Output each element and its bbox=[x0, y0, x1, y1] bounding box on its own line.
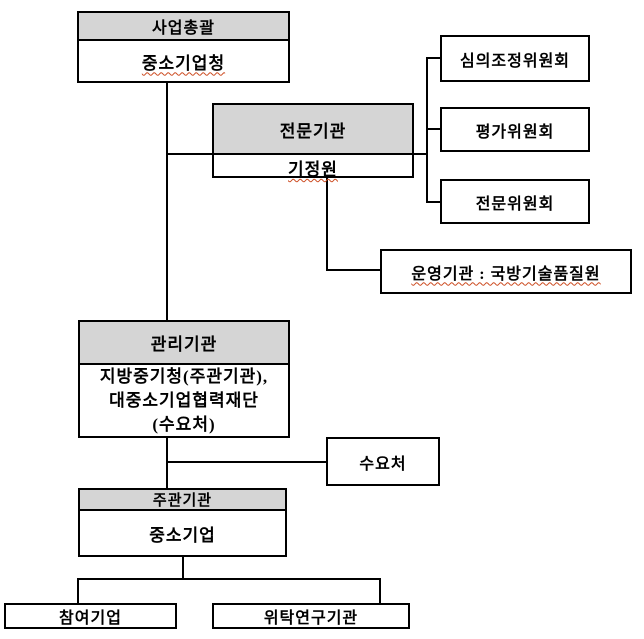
connector-to-expert-horizontal bbox=[166, 153, 212, 155]
node-lead-org-body-text: 중소기업 bbox=[149, 525, 216, 545]
node-operating-org-label: 운영기관 : 국방기술품질원 bbox=[411, 265, 601, 283]
connector-committee-3-stub bbox=[426, 201, 440, 203]
connector-lead-down-vertical bbox=[182, 557, 184, 580]
node-business-head-body: 중소기업청 bbox=[79, 41, 288, 81]
node-lead-org: 주관기관 중소기업 bbox=[78, 488, 287, 557]
node-management-org-title: 관리기관 bbox=[80, 322, 288, 365]
connector-committees-vertical bbox=[426, 57, 428, 203]
connector-top-to-management-vertical bbox=[166, 83, 168, 320]
connector-committee-1-stub bbox=[426, 57, 440, 59]
node-participant-company-label: 참여기업 bbox=[59, 610, 122, 627]
connector-management-to-lead-vertical bbox=[166, 438, 168, 488]
node-lead-org-body: 중소기업 bbox=[80, 511, 285, 555]
node-committee-evaluation: 평가위원회 bbox=[440, 107, 590, 152]
node-expert-org-body-text: 기정원 bbox=[288, 160, 338, 179]
connector-to-demand-horizontal bbox=[166, 461, 326, 463]
node-business-head-body-text: 중소기업청 bbox=[141, 53, 226, 73]
node-committee-expert-label: 전문위원회 bbox=[475, 195, 555, 213]
node-business-head-title: 사업총괄 bbox=[79, 13, 288, 41]
node-demand: 수요처 bbox=[326, 437, 440, 486]
connector-expert-to-operating-horizontal bbox=[326, 269, 380, 271]
connector-bottom-horizontal bbox=[77, 578, 381, 580]
connector-committee-2-stub bbox=[426, 128, 440, 130]
connector-participant-stub bbox=[77, 578, 79, 603]
node-expert-org-title: 전문기관 bbox=[214, 105, 412, 155]
node-management-org: 관리기관 지방중기청(주관기관), 대중소기업협력재단 (수요처) bbox=[78, 320, 290, 438]
node-operating-org: 운영기관 : 국방기술품질원 bbox=[380, 249, 632, 294]
node-management-org-body-line-3: (수요처) bbox=[152, 415, 216, 434]
node-expert-org: 전문기관 기정원 bbox=[212, 103, 414, 180]
connector-expert-right-stub bbox=[414, 153, 427, 155]
node-committee-deliberation: 심의조정위원회 bbox=[440, 35, 590, 82]
node-business-head: 사업총괄 중소기업청 bbox=[77, 11, 290, 83]
node-entrusted-research: 위탁연구기관 bbox=[212, 603, 410, 629]
node-expert-org-body: 기정원 bbox=[214, 155, 412, 180]
node-management-org-body-line-2: 대중소기업협력재단 bbox=[109, 391, 259, 410]
node-lead-org-title: 주관기관 bbox=[80, 490, 285, 511]
node-committee-evaluation-label: 평가위원회 bbox=[475, 123, 555, 141]
node-participant-company: 참여기업 bbox=[4, 603, 177, 629]
node-demand-label: 수요처 bbox=[359, 455, 407, 473]
node-committee-deliberation-label: 심의조정위원회 bbox=[459, 52, 571, 70]
node-management-org-body: 지방중기청(주관기관), 대중소기업협력재단 (수요처) bbox=[80, 365, 288, 437]
connector-entrusted-stub bbox=[379, 578, 381, 603]
connector-expert-to-operating-vertical bbox=[326, 178, 328, 271]
node-committee-expert: 전문위원회 bbox=[440, 179, 590, 224]
node-entrusted-research-label: 위탁연구기관 bbox=[263, 610, 359, 627]
node-management-org-body-line-1: 지방중기청(주관기관), bbox=[99, 367, 269, 386]
